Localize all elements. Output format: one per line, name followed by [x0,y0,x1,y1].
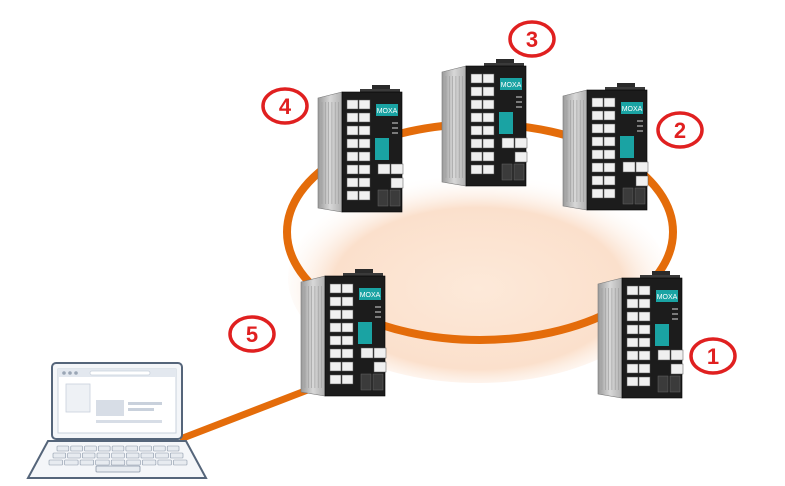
network-switch-icon: MOXA [441,59,528,187]
switch-2: MOXA [562,83,649,211]
switch-number-label: 2 [674,118,686,143]
switch-number-label: 4 [279,94,292,119]
badge-circle [228,315,276,353]
switch-labels: 1 2 3 4 5 [228,20,737,375]
laptop-icon [26,362,208,479]
badge-circle [261,87,309,125]
switch-brand-label: MOXA [657,294,678,301]
switch-brand-label: MOXA [501,82,522,89]
switch-5: MOXA [300,269,387,397]
switches: MOXA MOXA MOXA MOXA MOXA [300,59,684,399]
network-switch-icon: MOXA [597,271,684,399]
switch-4-badge: 4 [261,87,309,125]
laptop-cable [179,382,322,442]
network-switch-icon: MOXA [317,85,404,213]
switch-number-label: 3 [526,27,538,52]
switch-2-badge: 2 [656,111,704,149]
switch-4: MOXA [317,85,404,213]
badge-circle [689,337,737,375]
switch-brand-label: MOXA [360,292,381,299]
network-switch-icon: MOXA [300,269,387,397]
switch-3-badge: 3 [508,20,556,58]
switch-brand-label: MOXA [377,108,398,115]
badge-circle [508,20,556,58]
switch-number-label: 5 [246,322,258,347]
switch-number-label: 1 [707,344,719,369]
switch-1: MOXA [597,271,684,399]
switch-5-badge: 5 [228,315,276,353]
switch-brand-label: MOXA [622,106,643,113]
network-switch-icon: MOXA [562,83,649,211]
switch-1-badge: 1 [689,337,737,375]
badge-circle [656,111,704,149]
switch-3: MOXA [441,59,528,187]
